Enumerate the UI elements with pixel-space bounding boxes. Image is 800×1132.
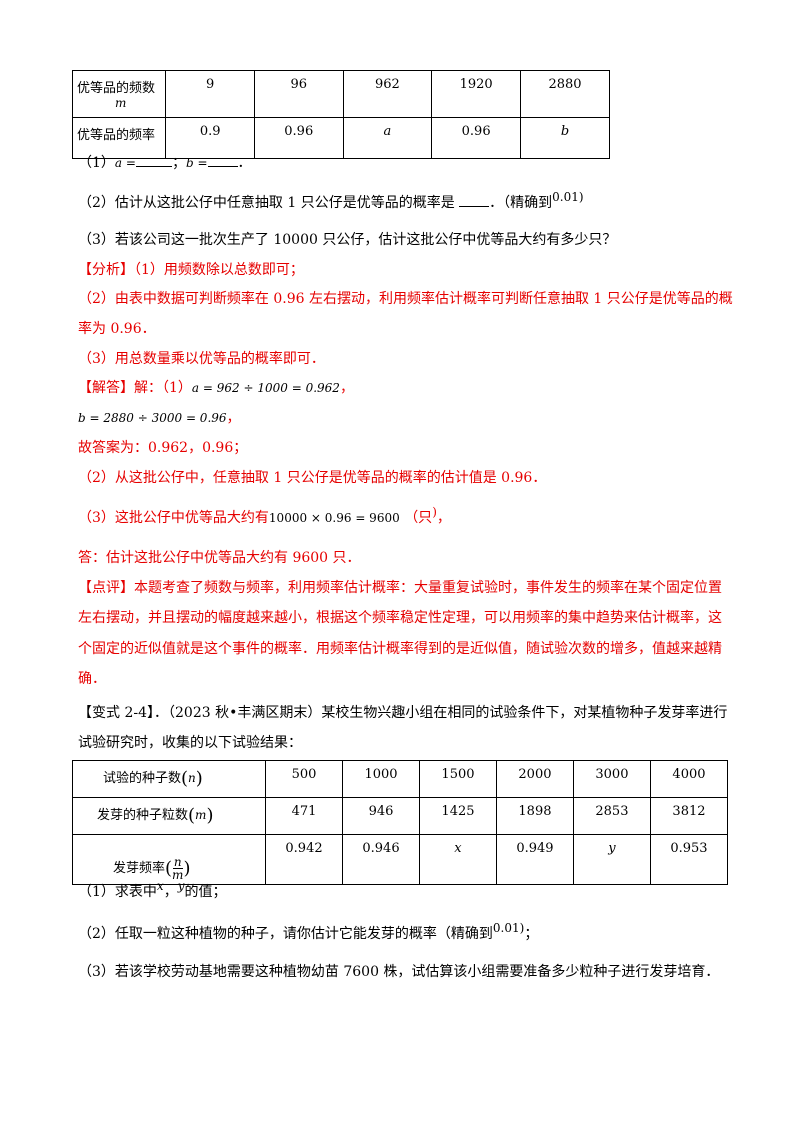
table-cell: a [342, 117, 433, 159]
question-2: （2）估计从这批公仔中任意抽取 1 只公仔是优等品的概率是 ．（精确到0.01) [78, 190, 584, 211]
solution-line: 故答案为：0.962，0.96； [78, 440, 248, 456]
comment-line: 确． [78, 671, 106, 687]
table-cell: 946 [342, 797, 420, 835]
solution-line: （3）这批公仔中优等品大约有10000 × 0.96 = 9600 （只)， [78, 505, 451, 526]
table-cell: 3812 [649, 797, 729, 835]
table-cell: 0.942 [265, 834, 343, 885]
table-cell: y [572, 834, 651, 885]
table-cell: 1898 [495, 797, 574, 835]
analysis-line: （3）用总数量乘以优等品的概率即可． [78, 351, 325, 367]
table-cell: 1000 [342, 760, 420, 798]
solution-line: b = 2880 ÷ 3000 = 0.96， [78, 410, 241, 426]
variant-question-1: （1）求表中x，y的值； [78, 879, 227, 900]
table-cell: 0.946 [342, 834, 420, 885]
variant-question-3: （3）若该学校劳动基地需要这种植物幼苗 7600 株，试估算该小组需要准备多少粒… [78, 964, 720, 980]
table-cell: 3000 [572, 760, 651, 798]
solution-line: 答：估计这批公仔中优等品大约有 9600 只． [78, 550, 361, 566]
table-cell: 0.953 [649, 834, 729, 885]
table-row: 发芽的种子粒数(m) 471 946 1425 1898 2853 3812 [71, 797, 729, 835]
variant-question-2: （2）任取一粒这种植物的种子，请你估计它能发芽的概率（精确到0.01)； [78, 921, 539, 942]
analysis-line: （2）由表中数据可判断频率在 0.96 左右摆动，利用频率估计概率可判断任意抽取… [78, 291, 733, 307]
table-cell: 2853 [572, 797, 651, 835]
table-cell: 0.9 [165, 117, 255, 159]
table-cell: 2880 [520, 70, 610, 118]
analysis-line: 率为 0.96． [78, 321, 156, 337]
solution-line: （2）从这批公仔中，任意抽取 1 只公仔是优等品的概率的估计值是 0.96． [78, 470, 547, 486]
table-cell: 962 [342, 70, 433, 118]
table-cell: 1425 [418, 797, 497, 835]
table-row: 试验的种子数(n) 500 1000 1500 2000 3000 4000 [71, 760, 729, 798]
analysis-line: 【分析】（1）用频数除以总数即可； [78, 262, 304, 278]
answer-blank [135, 152, 172, 167]
table-cell: b [520, 117, 610, 159]
table-cell: 500 [265, 760, 343, 798]
question-3: （3）若该公司这一批次生产了 10000 只公仔，估计这批公仔中优等品大约有多少… [78, 232, 617, 248]
question-1: （1）a =；b =． [78, 152, 252, 173]
table-cell: 9 [165, 70, 255, 118]
comment-line: 左右摆动，并且摆动的幅度越来越小，根据这个频率稳定性定理，可以用频率的集中趋势来… [78, 610, 722, 626]
comment-line: 个固定的近似值就是这个事件的概率．用频率估计概率得到的是近似值，随试验次数的增多… [78, 641, 722, 657]
table-cell: 96 [253, 70, 344, 118]
table-cell: 4000 [649, 760, 729, 798]
variant-line: 试验研究时，收集的以下试验结果： [78, 735, 302, 751]
table-cell: 471 [265, 797, 343, 835]
table-cell: 0.96 [253, 117, 344, 159]
table-cell: 0.96 [431, 117, 522, 159]
comment-line: 【点评】本题考查了频数与频率，利用频率估计概率：大量重复试验时，事件发生的频率在… [78, 580, 722, 596]
table-cell: 2000 [495, 760, 574, 798]
table-row: 优等品的频率 0.9 0.96 a 0.96 b [71, 117, 610, 159]
row-label: 发芽的种子粒数(m) [71, 797, 267, 835]
table-cell: 1500 [418, 760, 497, 798]
table-cell: 1920 [431, 70, 522, 118]
row-label: 试验的种子数(n) [71, 760, 267, 798]
row-label: 优等品的频率 [71, 117, 167, 159]
variant-line: 【变式 2-4】．（2023 秋•丰满区期末）某校生物兴趣小组在相同的试验条件下… [78, 705, 728, 721]
answer-blank [459, 192, 490, 207]
answer-blank [207, 152, 238, 167]
table-cell: 0.949 [495, 834, 574, 885]
solution-line: 【解答】解：（1）a = 962 ÷ 1000 = 0.962， [78, 380, 354, 396]
table-cell: x [418, 834, 497, 885]
table-seed-germination: 试验的种子数(n) 500 1000 1500 2000 3000 4000 发… [71, 760, 729, 885]
